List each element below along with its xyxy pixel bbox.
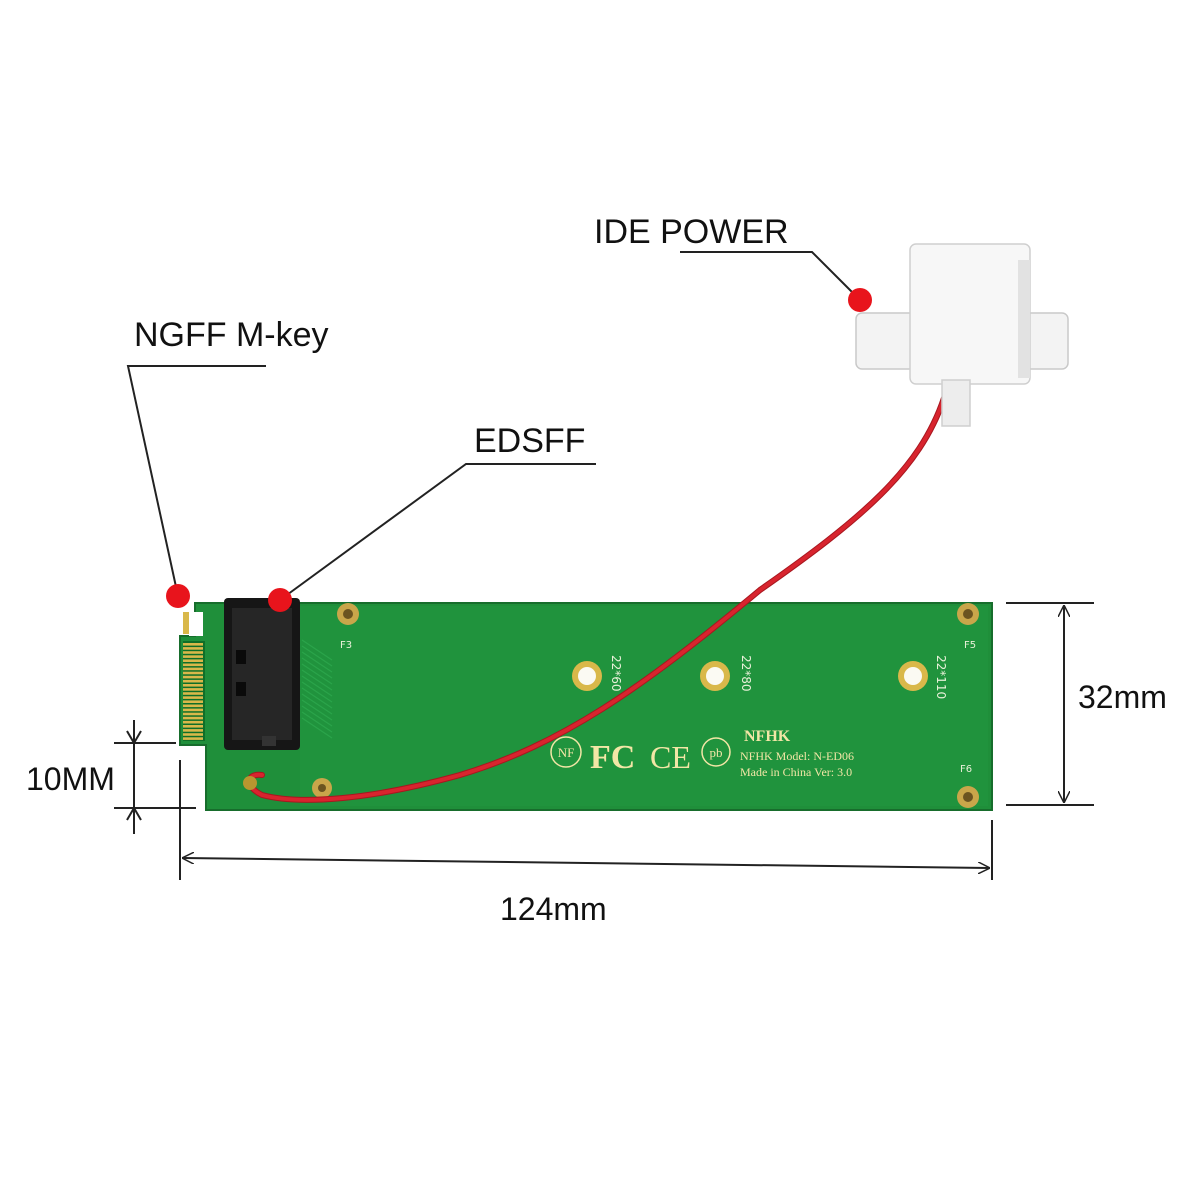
- gold-finger-pin: [183, 675, 203, 679]
- mount-hole-f5: [957, 603, 979, 625]
- gold-finger-pin: [183, 688, 203, 691]
- fcc-mark-icon: FC: [590, 739, 635, 776]
- gold-finger-pin: [183, 712, 203, 716]
- model-label: NFHK Model: N-ED06: [740, 749, 854, 763]
- svg-text:pb: pb: [710, 745, 723, 760]
- made-in-label: Made in China Ver: 3.0: [740, 765, 852, 779]
- size-hole-2280: [700, 661, 730, 691]
- gold-finger-pin: [183, 643, 203, 646]
- mount-hole-left-bottom: [312, 778, 332, 798]
- pcb-trace: [301, 693, 333, 715]
- mount-label-f6: F6: [960, 764, 972, 775]
- gold-finger-pin: [183, 708, 203, 712]
- svg-text:CE: CE: [650, 739, 691, 775]
- callout-ide-power: [680, 251, 872, 312]
- gold-finger-pin: [183, 671, 203, 675]
- hole-label-2260: 22*60: [609, 655, 623, 692]
- gold-finger-pin: [183, 651, 203, 654]
- pcb-trace: [301, 669, 333, 691]
- label-edsff: EDSFF: [474, 422, 585, 460]
- label-ide-power: IDE POWER: [594, 213, 789, 251]
- gold-finger-pin: [183, 667, 203, 671]
- nf-mark-icon: NF: [550, 736, 582, 768]
- dimension-height-32mm: [1006, 602, 1094, 806]
- svg-text:NF: NF: [558, 745, 575, 760]
- gold-finger-pin: [183, 696, 203, 699]
- gold-finger-pin: [183, 733, 203, 736]
- pcb-trace: [301, 687, 333, 709]
- gold-finger-pin: [183, 655, 203, 658]
- label-length: 124mm: [500, 891, 607, 927]
- pcb-trace: [301, 681, 333, 703]
- label-ngff-mkey: NGFF M-key: [134, 316, 329, 354]
- size-hole-22110: [898, 661, 928, 691]
- power-cable: [243, 395, 947, 803]
- gold-finger-pin: [183, 692, 203, 695]
- gold-finger-pin: [183, 729, 203, 732]
- mount-hole-f6: [957, 786, 979, 808]
- size-hole-2260: [572, 661, 602, 691]
- gold-finger-pin: [183, 647, 203, 650]
- gold-finger-pin: [183, 737, 203, 740]
- callout-ngff-mkey: [126, 365, 266, 608]
- mount-label-f5: F5: [964, 640, 976, 651]
- pcb-traces: [301, 639, 333, 739]
- mount-hole-f3: [337, 603, 359, 625]
- hole-label-22110: 22*110: [934, 655, 948, 699]
- pcb-trace: [301, 639, 333, 661]
- pcb-trace: [301, 663, 333, 685]
- pcb-trace: [301, 699, 333, 721]
- pcb-trace: [301, 657, 333, 679]
- dimension-length-124mm: [179, 760, 993, 880]
- pcb-trace: [301, 705, 333, 727]
- mount-label-f3: F3: [340, 640, 352, 651]
- gold-finger-contacts: [183, 612, 205, 741]
- svg-text:FC: FC: [590, 739, 635, 776]
- pb-free-mark-icon: pb: [701, 737, 731, 767]
- pcb-trace: [301, 711, 333, 733]
- gold-finger-pin: [183, 663, 203, 667]
- gold-finger-pin: [183, 659, 203, 662]
- gold-finger-pin: [183, 716, 203, 720]
- edsff-connector: [224, 598, 333, 750]
- pcb-board: [179, 602, 993, 811]
- pcb-trace: [301, 651, 333, 673]
- dimension-goldfinger-10mm: [114, 720, 196, 834]
- gold-finger-pin: [183, 684, 203, 687]
- pcb-trace: [301, 717, 333, 739]
- ide-power-connector: [855, 243, 1069, 427]
- pcb-trace: [301, 645, 333, 667]
- hole-label-2280: 22*80: [739, 655, 753, 692]
- pcb-trace: [301, 675, 333, 697]
- gold-finger-pin: [183, 700, 203, 703]
- callout-edsff: [268, 463, 596, 612]
- gold-finger-pin: [183, 720, 203, 724]
- gold-finger-pin: [183, 725, 203, 728]
- gold-finger-pin: [183, 704, 203, 708]
- label-goldfinger: 10MM: [26, 761, 115, 797]
- ce-mark-icon: CE: [650, 739, 691, 775]
- label-height: 32mm: [1078, 679, 1167, 715]
- gold-finger-pin: [183, 679, 203, 683]
- brand-label: NFHK: [744, 728, 791, 745]
